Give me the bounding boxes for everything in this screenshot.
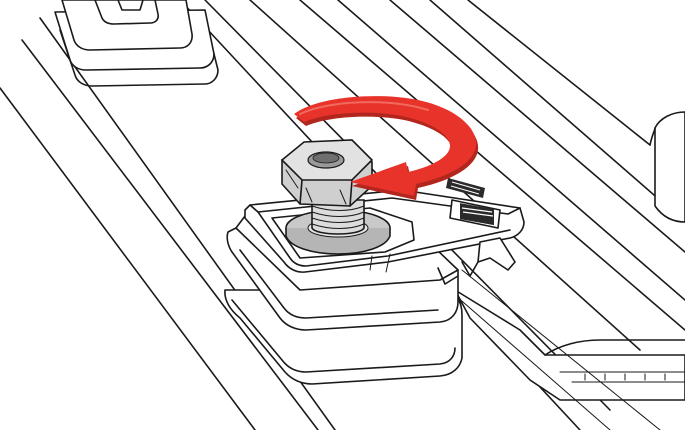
rotation-arrow	[294, 96, 479, 200]
bolt	[311, 199, 365, 235]
upper-clamp-block	[54, 0, 219, 87]
hex-nut	[280, 139, 374, 207]
clamp-top-marking	[446, 178, 485, 198]
clamp-label-marking	[460, 203, 494, 226]
